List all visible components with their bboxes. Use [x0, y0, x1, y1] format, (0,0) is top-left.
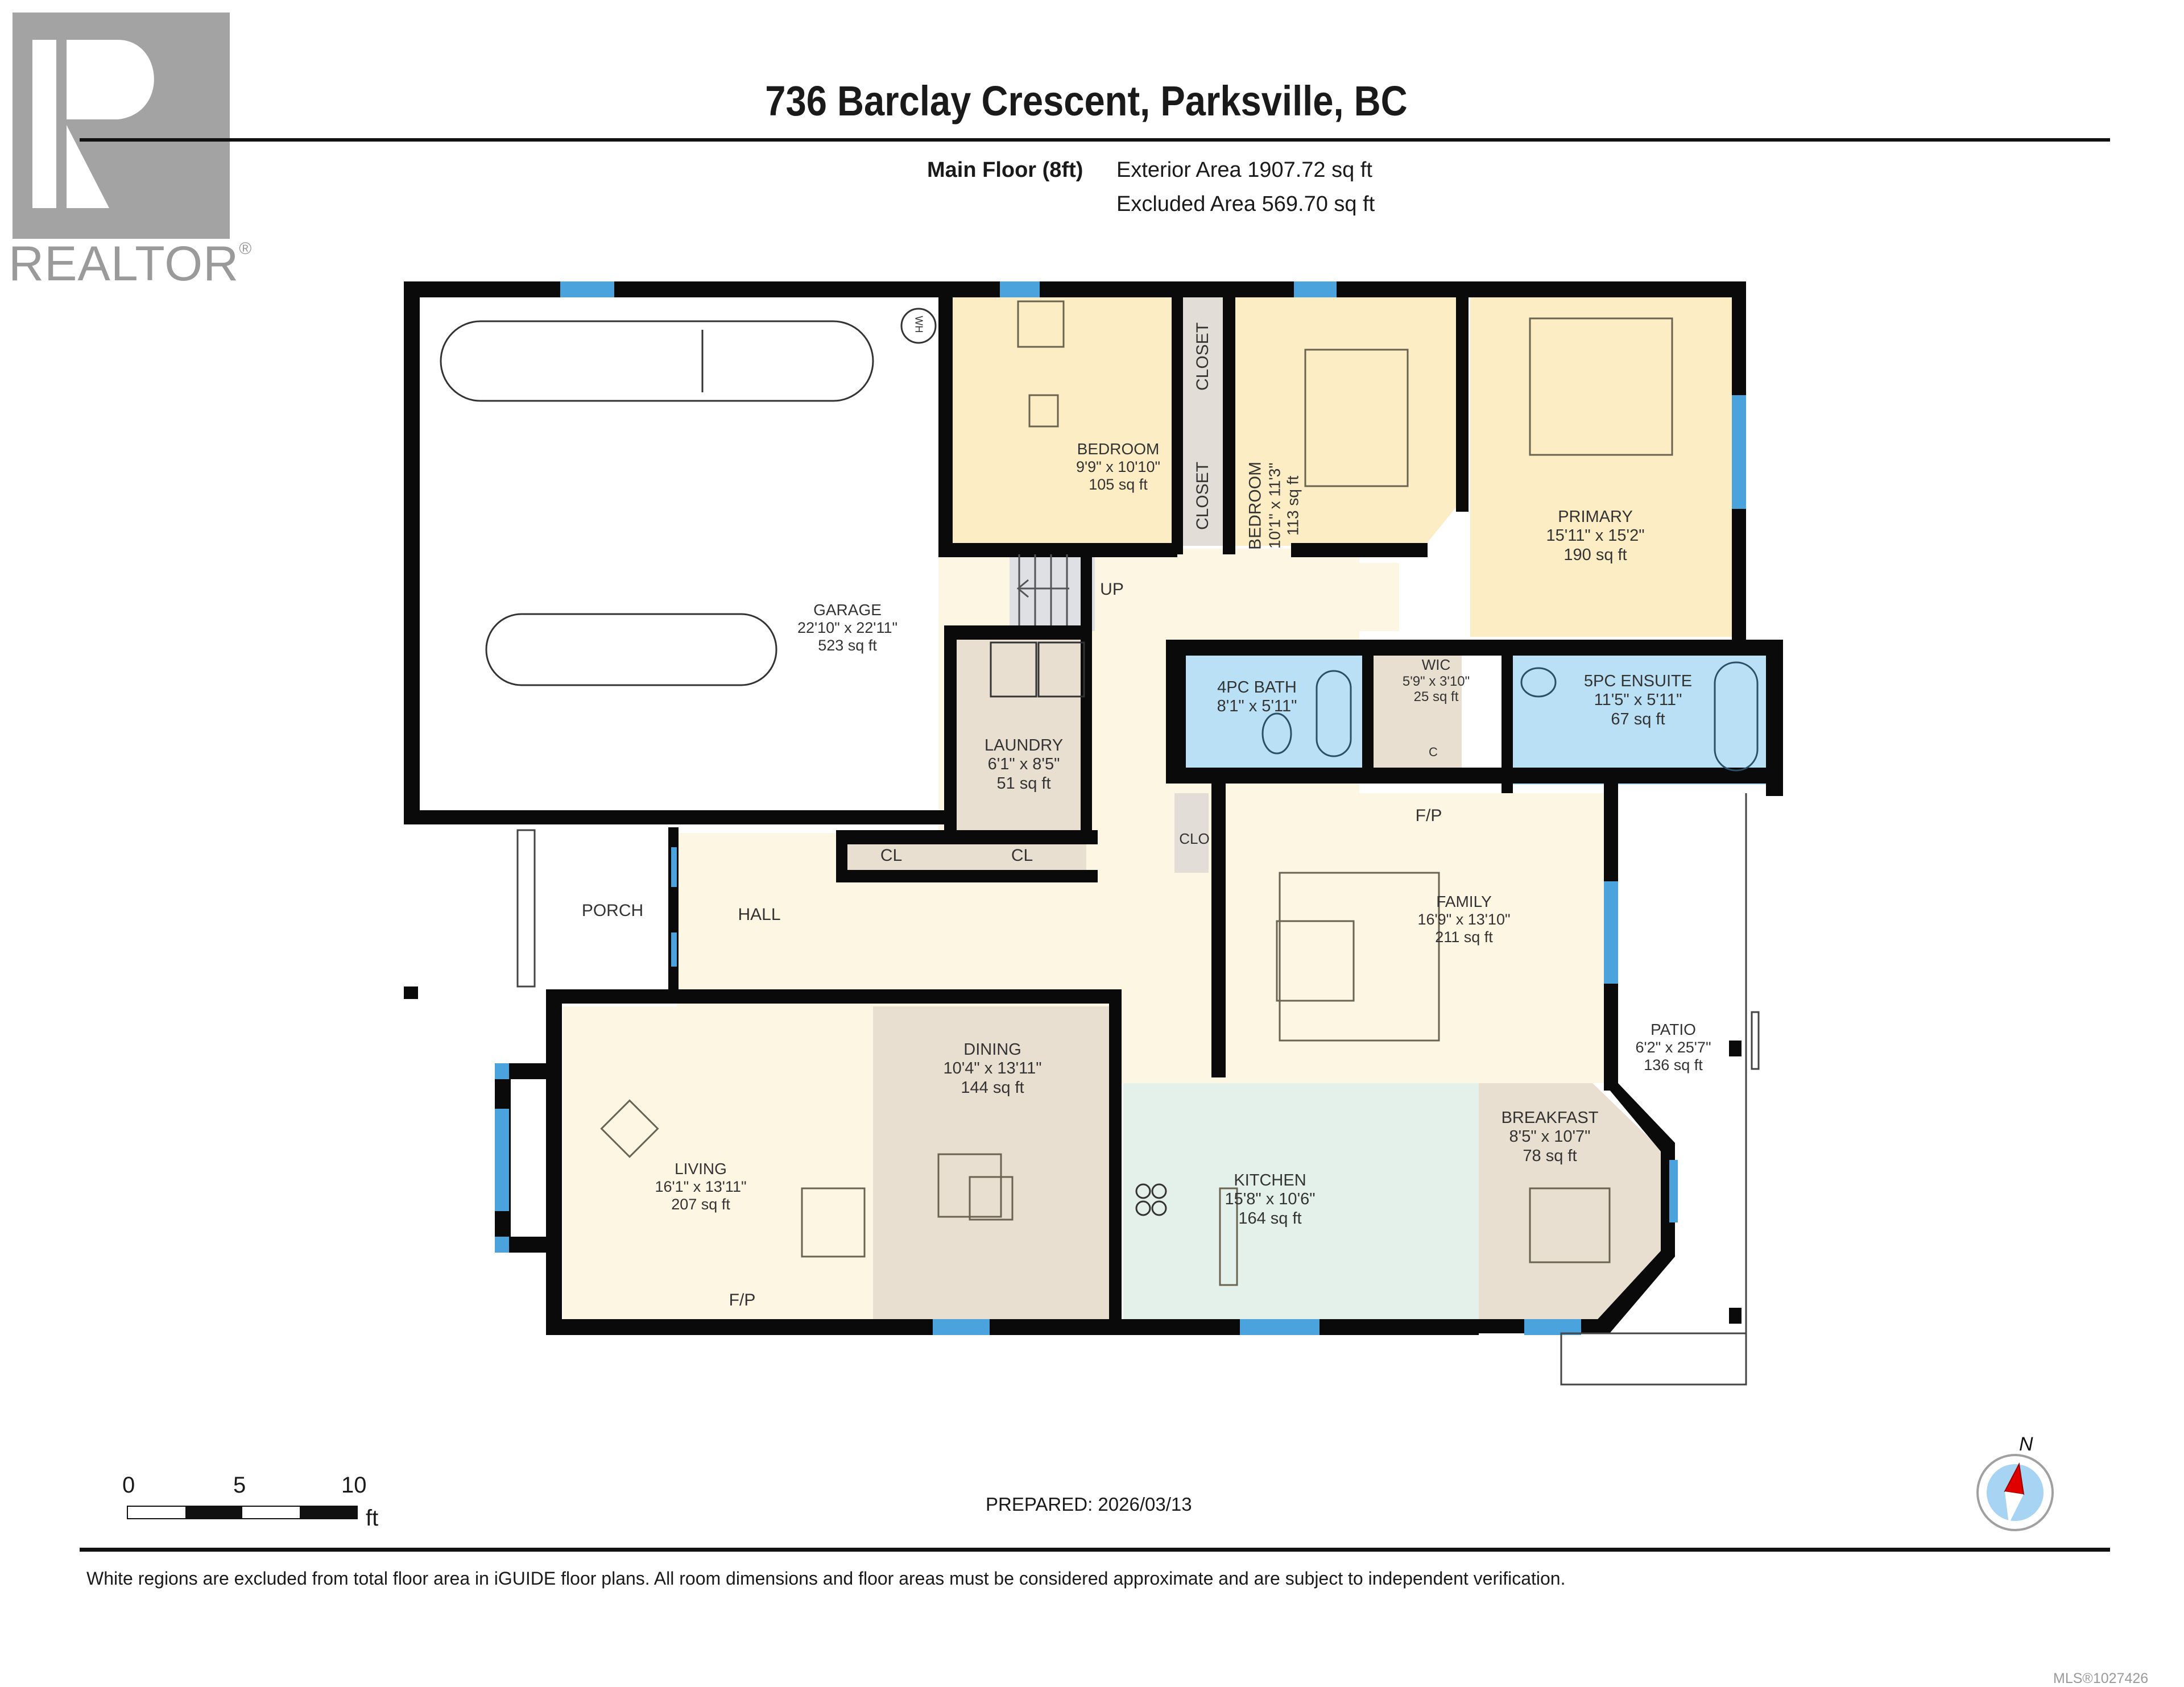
hall-label: HALL	[738, 905, 781, 924]
prepared-date: PREPARED: 2026/03/13	[986, 1494, 1192, 1515]
scale-bar-graphic	[127, 1506, 358, 1519]
closet-label-laundry: CL	[1011, 846, 1033, 865]
washer-dryer	[990, 641, 1085, 698]
fireplace-label-living: F/P	[729, 1291, 756, 1309]
property-address-title: 736 Barclay Crescent, Parksville, BC	[765, 77, 1408, 125]
stove-icon	[1135, 1183, 1167, 1216]
water-heater-icon	[900, 308, 937, 344]
fireplace-label-family: F/P	[1415, 806, 1442, 825]
truck-icon	[440, 320, 874, 402]
bath-fixtures	[1261, 661, 1759, 772]
compass-icon: N	[1974, 1430, 2059, 1532]
scale-unit: ft	[366, 1506, 379, 1531]
floor-plan	[404, 281, 1783, 1386]
compass-north-label: N	[2019, 1433, 2033, 1455]
bathtub-icon	[1714, 661, 1759, 772]
clo-label: CLO	[1179, 830, 1210, 847]
closet-label-upper: CLOSET	[1193, 322, 1212, 391]
closet-label-lower: CLOSET	[1193, 461, 1212, 530]
porch-label: PORCH	[581, 901, 644, 920]
excluded-outlines	[516, 793, 1760, 1386]
footer-divider	[80, 1548, 2110, 1552]
realtor-wordmark: REALTOR®	[9, 237, 253, 291]
floor-label: Main Floor (8ft)	[927, 158, 1083, 182]
walls	[404, 281, 1783, 1335]
scale-tick-5: 5	[233, 1473, 246, 1498]
excluded-area: Excluded Area 569.70 sq ft	[1116, 192, 1375, 216]
scale-tick-10: 10	[341, 1473, 367, 1498]
wic-closet-label: C	[1429, 745, 1438, 759]
disclaimer-text: White regions are excluded from total fl…	[86, 1568, 1566, 1589]
furniture	[600, 300, 1673, 1286]
exterior-area: Exterior Area 1907.72 sq ft	[1116, 158, 1372, 182]
scale-tick-0: 0	[122, 1473, 135, 1498]
closet-label-hall: CL	[880, 846, 903, 865]
stairs-up-label: UP	[1100, 580, 1124, 599]
car-icon	[485, 613, 777, 686]
stairs-icon	[1016, 554, 1069, 625]
windows	[495, 281, 1746, 1335]
vehicles	[440, 320, 874, 686]
realtor-r-icon	[32, 40, 154, 208]
bathtub-icon	[1316, 670, 1352, 757]
water-heater-label: WH	[913, 316, 925, 333]
mls-number: MLS®1027426	[2053, 1671, 2149, 1686]
header-divider	[80, 138, 2110, 142]
scale-bar: 0 5 10 ft	[117, 1473, 390, 1531]
room-fills	[563, 296, 1766, 1322]
